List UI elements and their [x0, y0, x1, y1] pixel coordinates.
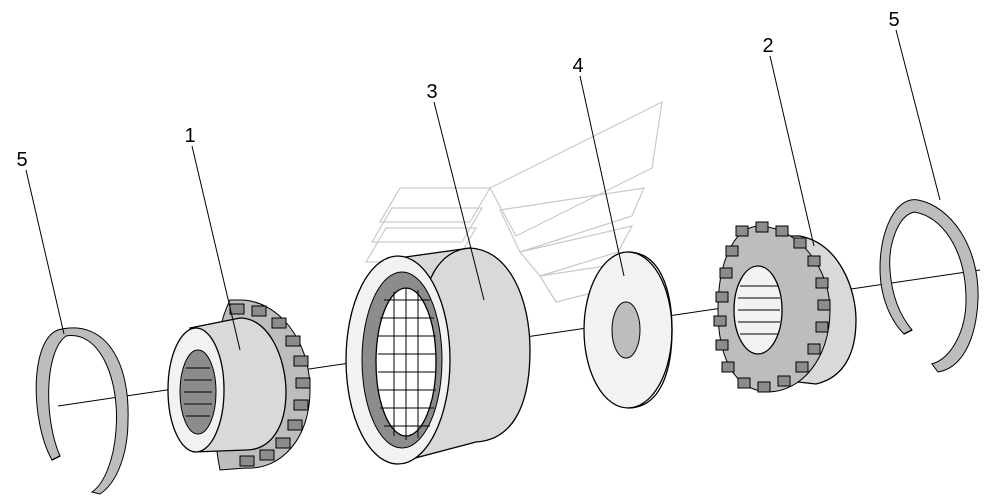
callout-right-gear: 2: [762, 35, 773, 57]
left-snap-ring: [35, 327, 129, 495]
callout-left-gear: 1: [184, 125, 195, 147]
left-gear: [167, 299, 311, 471]
callout-right-snap-ring: 5: [888, 9, 899, 31]
leader-line-left-snap-ring: [25, 169, 65, 335]
right-gear-teeth: [713, 221, 831, 393]
sleeve-inner-splines: [378, 288, 436, 440]
washer: [583, 251, 673, 409]
callout-washer: 4: [572, 55, 583, 77]
leader-line-washer: [579, 75, 625, 277]
leader-line-left-gear: [191, 145, 241, 351]
callout-labels: 5 1 3 4 2 5: [16, 9, 899, 171]
leader-lines: [25, 29, 941, 351]
leader-line-right-snap-ring: [895, 29, 941, 201]
right-snap-ring: [879, 199, 979, 373]
left-gear-teeth: [229, 303, 311, 467]
leader-line-sleeve: [433, 101, 485, 301]
callout-left-snap-ring: 5: [16, 149, 27, 171]
watermark-logo: [364, 100, 663, 303]
callout-sleeve: 3: [426, 81, 437, 103]
leader-line-right-gear: [769, 55, 815, 247]
right-gear-splines: [738, 285, 780, 335]
right-gear: [713, 221, 857, 393]
sleeve: [345, 247, 531, 465]
left-gear-splines: [184, 367, 212, 417]
